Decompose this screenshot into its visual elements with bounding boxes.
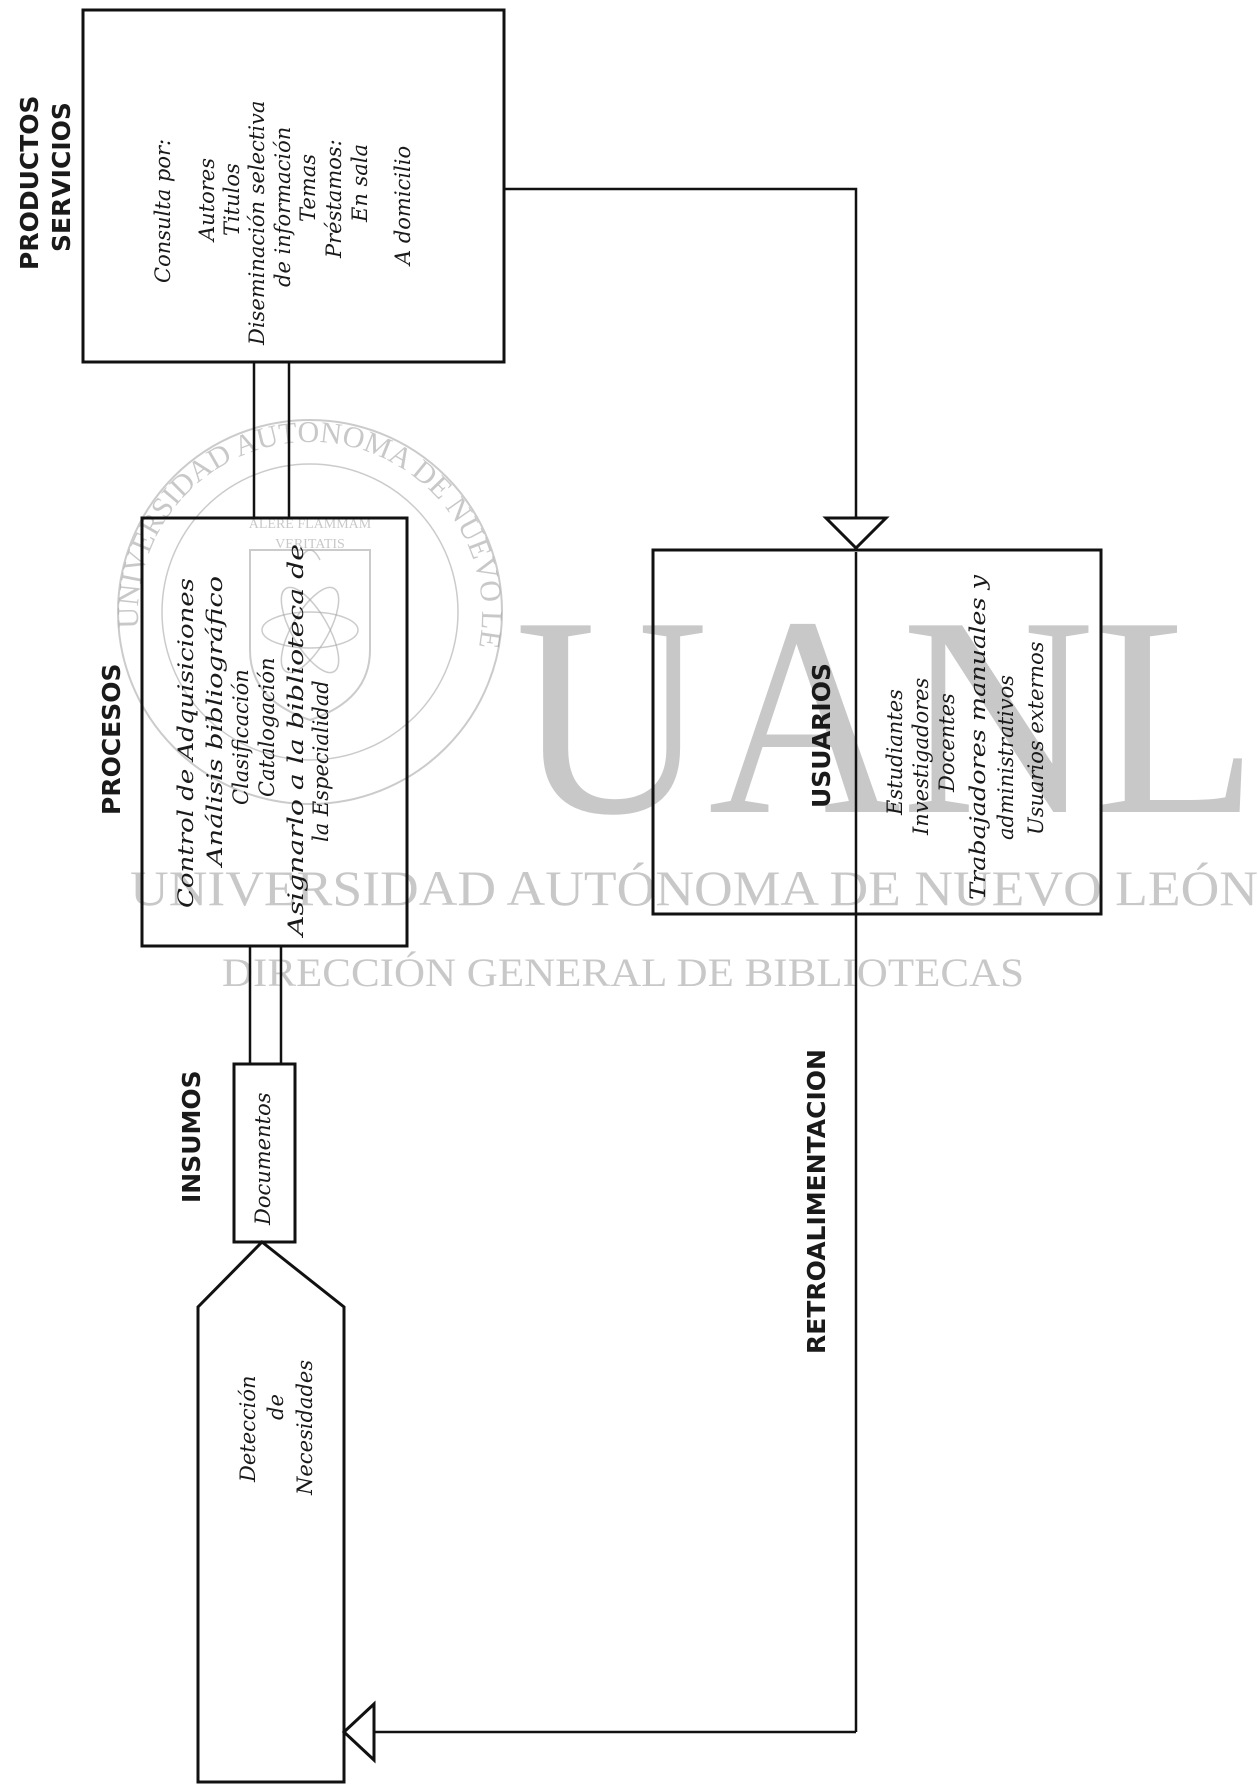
productos-item: Diseminación selectiva	[245, 101, 269, 346]
usuarios-list: Estudiantes Investigadores Docentes Trab…	[883, 574, 1048, 900]
usuarios-box	[651, 548, 1103, 916]
procesos-item: Análisis bibliográfico	[203, 576, 227, 869]
usuarios-item: Usuarios externos	[1024, 641, 1048, 835]
productos-item: Consulta por:	[151, 139, 175, 283]
watermark-university-name: UNIVERSIDAD AUTÓNOMA DE NUEVO LEÓN	[130, 860, 1258, 916]
procesos-item: Catalogación	[255, 657, 279, 797]
heading-productos: PRODUCTOS	[15, 95, 44, 270]
procesos-item: la Especialidad	[309, 680, 333, 842]
deteccion-line: de	[264, 1394, 288, 1420]
university-seal	[117, 419, 503, 805]
seal-motto-line-1: ALERE FLAMMAM	[249, 517, 372, 532]
productos-item: Temas	[296, 154, 320, 222]
arrowhead-to-deteccion	[341, 1700, 376, 1764]
procesos-box	[140, 516, 409, 948]
productos-servicios-box	[81, 8, 506, 364]
procesos-item: Asignarlo a la biblioteca de	[284, 544, 308, 939]
arrowhead-to-usuarios	[822, 516, 890, 551]
deteccion-necesidades-box	[196, 1239, 346, 1784]
procesos-item: Control de Adquisiciones	[174, 578, 198, 908]
insumos-box	[232, 1062, 297, 1244]
deteccion-list: Detección de Necesidades	[236, 1360, 317, 1496]
productos-list: Consulta por: Autores Titulos Diseminaci…	[151, 101, 415, 346]
heading-servicios: SERVICIOS	[47, 102, 76, 252]
productos-item: Autores	[195, 158, 219, 243]
heading-procesos: PROCESOS	[97, 663, 126, 815]
usuarios-item: Investigadores	[909, 677, 933, 836]
connectors	[248, 187, 858, 1734]
watermark-uanl: UANL	[515, 558, 1258, 874]
productos-item: Préstamos:	[322, 139, 346, 259]
usuarios-item: Trabajadores manuales y	[966, 574, 990, 900]
productos-item: A domicilio	[391, 146, 415, 267]
heading-insumos: INSUMOS	[177, 1070, 206, 1203]
usuarios-item: Docentes	[935, 693, 959, 793]
deteccion-line: Detección	[236, 1375, 260, 1483]
insumos-item: Documentos	[251, 1092, 275, 1226]
usuarios-item: administrativos	[994, 675, 1018, 840]
usuarios-item: Estudiantes	[883, 689, 907, 816]
procesos-item: Clasificación	[229, 669, 253, 805]
headings: PRODUCTOS SERVICIOS PROCESOS INSUMOS USU…	[15, 95, 836, 1354]
productos-item: En sala	[348, 144, 372, 223]
heading-usuarios: USUARIOS	[807, 663, 836, 808]
productos-item: Titulos	[220, 163, 244, 236]
productos-item: de información	[271, 127, 295, 287]
line-productos-to-usuarios	[504, 187, 858, 522]
deteccion-line: Necesidades	[293, 1360, 317, 1496]
watermark-library-direction: DIRECCIÓN GENERAL DE BIBLIOTECAS	[222, 950, 1024, 995]
seal-motto-line-2: VERITATIS	[275, 537, 345, 552]
heading-retroalimentacion: RETROALIMENTACION	[802, 1049, 831, 1354]
procesos-list: Control de Adquisiciones Análisis biblio…	[174, 544, 333, 939]
